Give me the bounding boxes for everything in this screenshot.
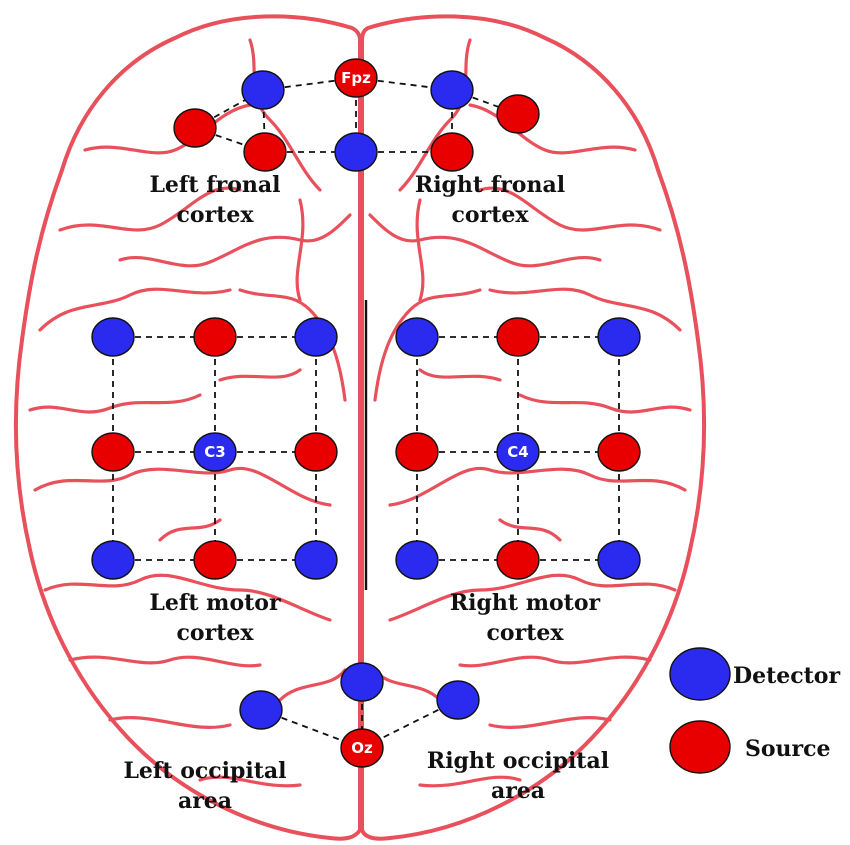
source-optode [395, 432, 439, 472]
source-optode [294, 432, 338, 472]
source-optode [193, 317, 237, 357]
detector-optode [436, 680, 480, 720]
left-motor-label-line1: Left motor [149, 590, 281, 616]
optode-label-c3: C3 [204, 443, 225, 461]
vein [248, 38, 322, 192]
optode-c3 [193, 432, 237, 472]
detector-optode [334, 132, 378, 172]
right-frontal-label-line2: cortex [452, 202, 530, 228]
right-motor-label-line2: cortex [487, 620, 565, 646]
vein [238, 288, 347, 402]
vein [68, 655, 262, 668]
right-occipital-label-line1: Right occipital [427, 748, 609, 774]
detector-optode [239, 690, 283, 730]
detector-optode [597, 317, 641, 357]
optode-label-fpz: Fpz [341, 69, 371, 87]
vein [368, 213, 602, 268]
vein [415, 198, 425, 302]
optode-c4 [496, 432, 540, 472]
detector-optode [340, 662, 384, 702]
right-hemisphere-outline [360, 14, 707, 841]
detector-optode [294, 540, 338, 580]
detector-optode [395, 540, 439, 580]
source-optode [193, 540, 237, 580]
vein [398, 38, 472, 192]
vein [518, 393, 692, 414]
vein [458, 655, 652, 668]
detector-optode [241, 70, 285, 110]
detector-optode [294, 317, 338, 357]
vein [388, 573, 677, 622]
legend-source-label: Source [745, 736, 831, 762]
optode-oz [340, 728, 384, 768]
vein [218, 368, 302, 382]
vein [295, 198, 305, 302]
vein [418, 368, 502, 382]
legend-source-swatch [669, 720, 731, 774]
detector-optode [91, 317, 135, 357]
left-hemisphere-outline [13, 14, 362, 841]
vein [278, 668, 347, 702]
left-frontal-label-line2: cortex [177, 202, 255, 228]
vein [488, 287, 682, 332]
legend-detector-swatch [669, 647, 731, 701]
source-optode [496, 540, 540, 580]
source-optode [496, 317, 540, 357]
right-motor-label-line1: Right motor [450, 590, 601, 616]
source-optode [430, 132, 474, 172]
detector-optode [91, 540, 135, 580]
legend-detector-label: Detector [733, 663, 840, 689]
source-optode [91, 432, 135, 472]
optode-label-oz: Oz [351, 739, 373, 757]
right-frontal-label-line1: Right fronal [415, 172, 565, 198]
optode-fpz [334, 58, 378, 98]
vein [468, 103, 637, 155]
vein [33, 466, 332, 507]
vein [418, 775, 522, 788]
vein [58, 186, 242, 232]
right-occipital-label-line2: area [491, 778, 545, 804]
vein [158, 518, 222, 542]
left-frontal-label-line1: Left fronal [149, 172, 280, 198]
source-optode [496, 94, 540, 134]
left-motor-label-line2: cortex [177, 620, 255, 646]
vein [118, 213, 352, 268]
vein [43, 573, 332, 622]
vein [478, 186, 662, 232]
vein [198, 775, 302, 788]
legend: Detector Source [669, 647, 840, 774]
left-occipital-label-line2: area [178, 788, 232, 814]
vein [83, 103, 252, 155]
detector-optode [430, 70, 474, 110]
source-optode [597, 432, 641, 472]
vein [108, 715, 232, 730]
vein [498, 518, 562, 542]
detector-optode [395, 317, 439, 357]
brain-outline [13, 14, 707, 841]
left-occipital-label-line1: Left occipital [123, 758, 286, 784]
vein [373, 288, 482, 402]
optode-label-c4: C4 [507, 443, 528, 461]
vein [488, 715, 612, 730]
source-optode [173, 108, 217, 148]
vein [28, 393, 202, 414]
vein [38, 287, 232, 332]
source-optode [243, 132, 287, 172]
vein [373, 668, 442, 702]
detector-optode [597, 540, 641, 580]
vein [388, 466, 687, 507]
